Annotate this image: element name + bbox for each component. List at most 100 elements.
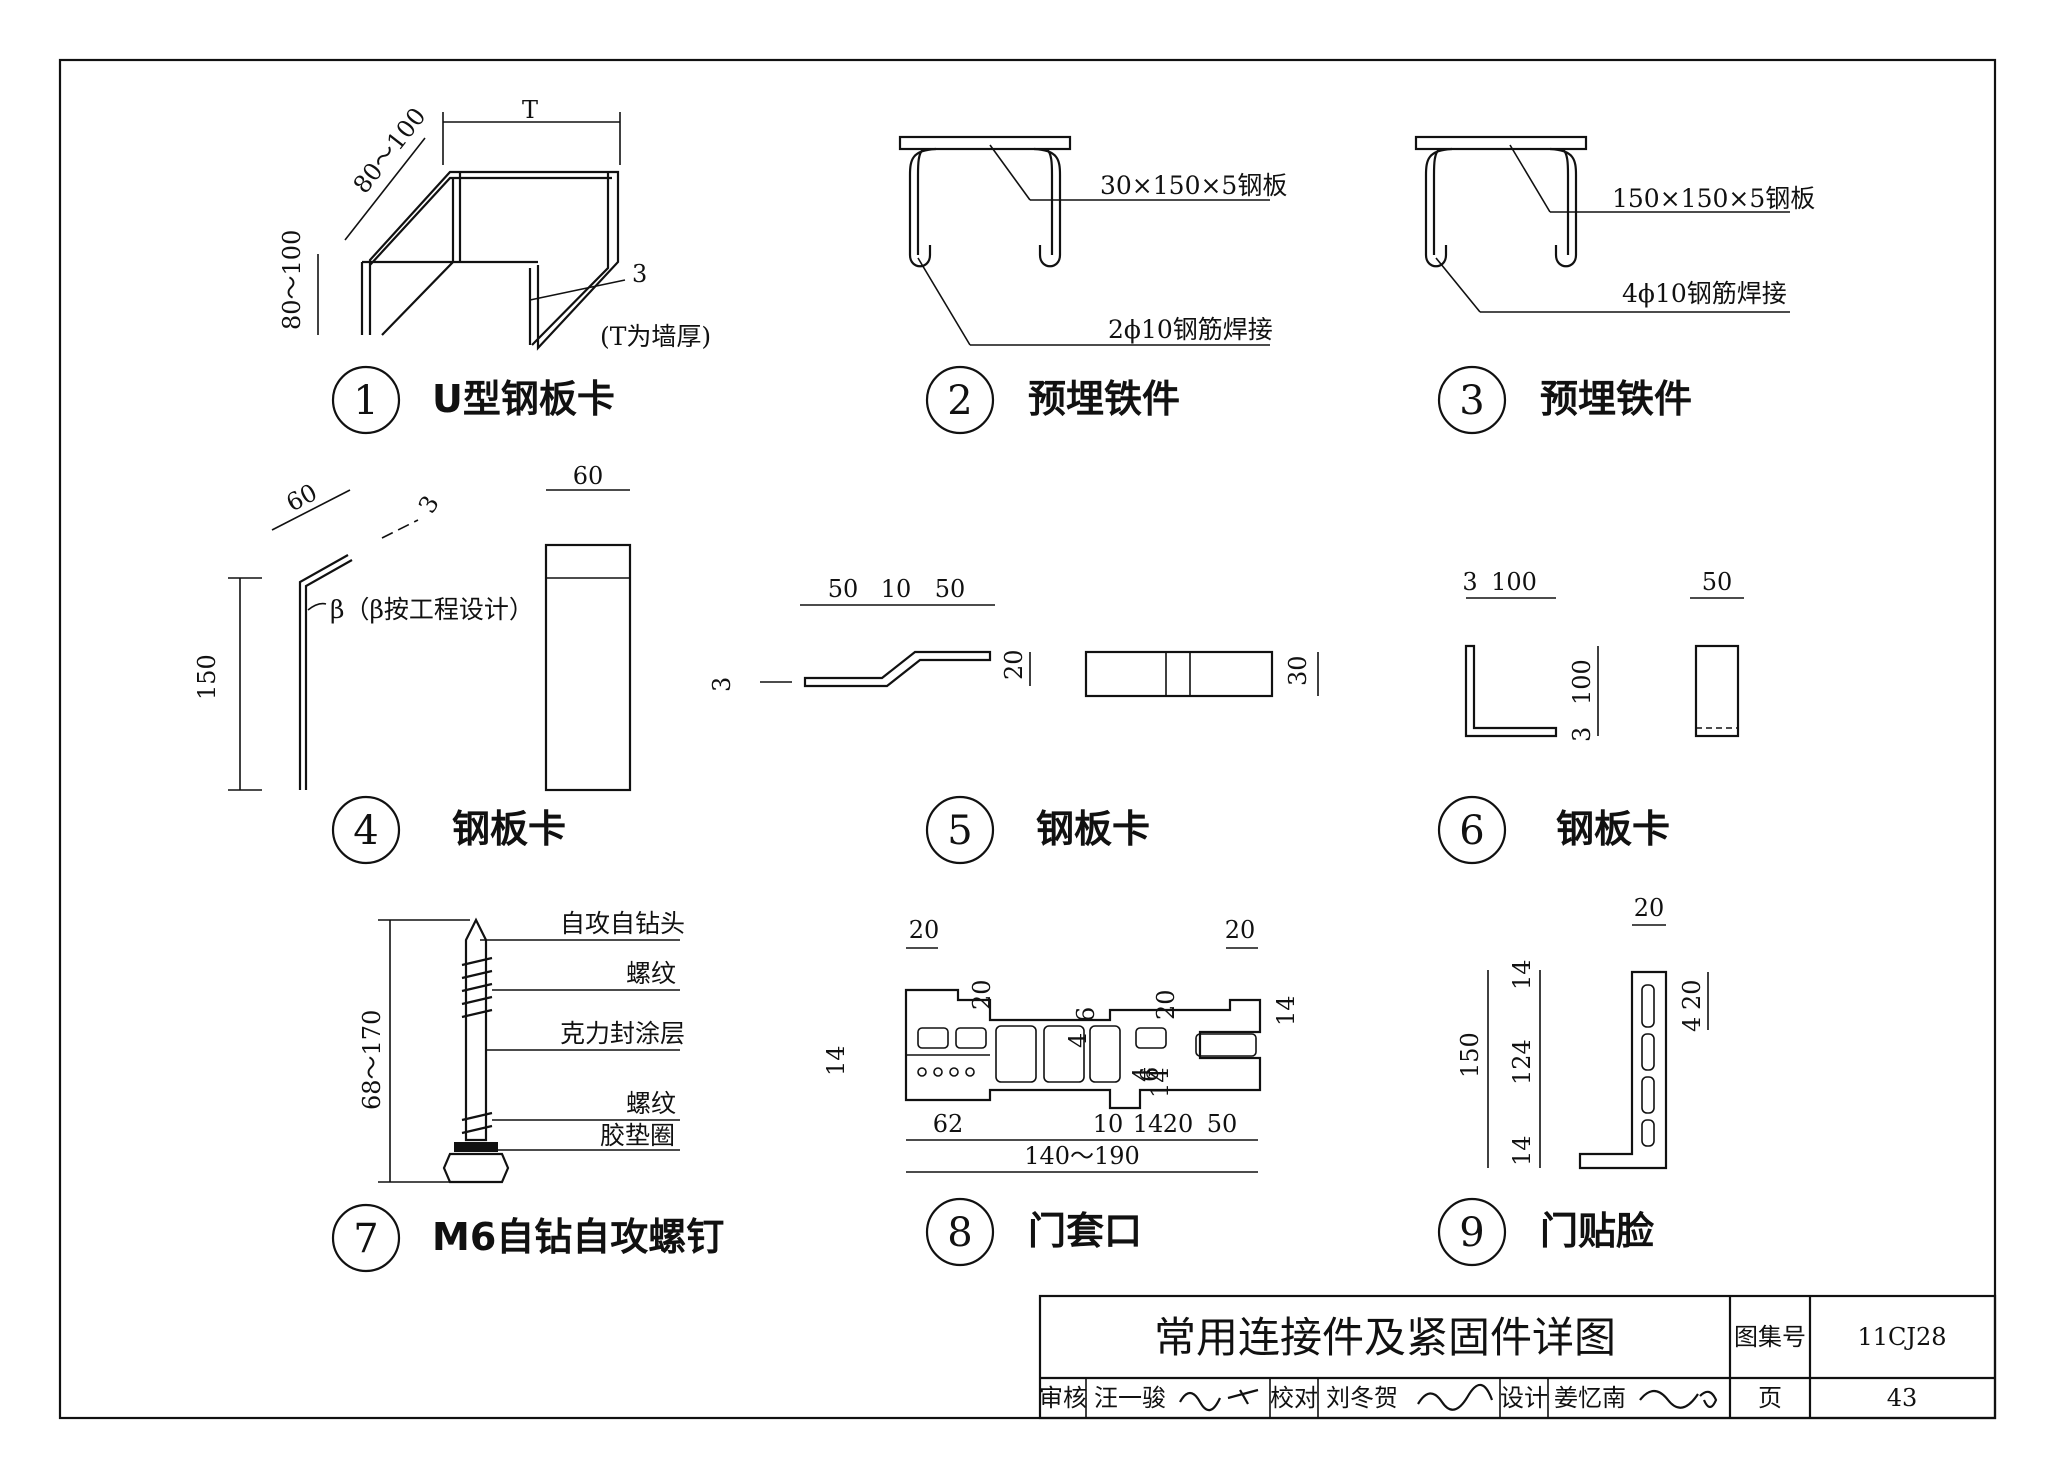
reviewer-name: 汪一骏 [1094,1384,1166,1412]
d9-w-label: 20 [1634,894,1665,922]
d5-a-label: 50 [828,575,859,603]
designer-name: 姜忆南 [1554,1384,1626,1412]
d7-thread-1: 螺纹 [626,959,676,988]
d7-thread-2: 螺纹 [626,1089,676,1118]
checker-name: 刘冬贺 [1326,1384,1398,1412]
atlas-number: 11CJ28 [1857,1323,1946,1351]
d5-c-label: 50 [935,575,966,603]
steel-plate [898,135,1072,151]
detail-number-circle [331,1203,401,1273]
d8-e-label: 4 [1064,1033,1092,1048]
d8-f-label: 20 [1152,989,1180,1020]
u-clip-outline [360,170,620,351]
d7-drill-head: 自攻自钻头 [560,909,685,938]
d3-plate-label: 150×150×5钢板 [1612,184,1815,213]
page-number: 43 [1887,1384,1918,1412]
d1-note: (T为墙厚) [600,322,711,351]
detail-caption: 钢板卡 [452,807,566,851]
detail-caption: U型钢板卡 [432,377,615,421]
detail-caption: 门贴脸 [1540,1209,1655,1253]
angle-plate [1464,644,1558,738]
check-label: 校对 [1270,1384,1318,1412]
d5-w-label: 30 [1284,655,1312,686]
d9-a-label: 14 [1508,959,1536,990]
frame-profile [904,988,1262,1110]
d2-plate-label: 30×150×5钢板 [1100,171,1287,200]
offset-plate-side [803,650,992,688]
d1-t-label: T [522,96,538,124]
detail-number-circle [1437,365,1507,435]
d1-height-label: 80～100 [278,230,306,330]
detail-number-circle [331,795,401,865]
d1-thick-label: 3 [632,260,647,288]
d6-h-label: 100 [1568,659,1596,705]
design-label: 设计 [1500,1384,1548,1412]
d8-g-label: 14 [822,1045,850,1076]
d6-len-label: 100 [1491,568,1537,596]
detail-caption: 门套口 [1028,1209,1142,1253]
detail-caption: M6自钻自攻螺钉 [432,1215,724,1259]
detail-number-circle [925,365,995,435]
detail-number: 3 [1459,378,1484,424]
rebar-left [908,147,937,268]
bent-plate [298,554,353,790]
angle-plate-front [1694,644,1740,738]
d9-c-label: 14 [1508,1135,1536,1166]
detail-4: 150 60 3 β（β按工程设计） 60 4 钢板卡 [193,462,632,865]
d8-l-label: 20 [1163,1110,1194,1138]
d8-h-label: 14 [1272,995,1300,1026]
d8-o-label: 14 [1146,1067,1174,1098]
rebar-right [1549,147,1578,268]
designer-signature [1639,1389,1718,1409]
offset-plate-top [1084,650,1274,698]
d9-b-label: 124 [1508,1039,1536,1085]
title-block: 常用连接件及紧固件详图 图集号 11CJ28 审核 汪一骏 校对 刘冬贺 设计 … [1038,1294,1997,1420]
d8-k-label: 14 [1133,1110,1164,1138]
d2-bar-label: 2ϕ10钢筋焊接 [1108,315,1273,344]
rubber-washer [454,1142,498,1152]
atlas-label: 图集号 [1734,1323,1806,1351]
detail-number: 6 [1459,808,1484,854]
rebar-right [1033,147,1062,268]
clip-front-view [544,543,632,792]
detail-caption: 预埋铁件 [1540,377,1692,421]
detail-number-circle [1437,795,1507,865]
d7-len-label: 68～170 [358,1010,386,1110]
d8-q-label: 4 [1128,1067,1156,1082]
rebar-left [1424,147,1453,268]
d8-j-label: 10 [1093,1110,1124,1138]
d9-e-label: 4 [1678,1017,1706,1032]
detail-number: 1 [353,378,378,424]
detail-number: 5 [947,808,972,854]
detail-8: 20 20 20 6 4 20 14 14 62 10 14 20 50 140… [822,916,1300,1267]
checker-signature [1417,1383,1494,1411]
detail-number: 9 [1459,1210,1484,1256]
d9-d-label: 20 [1678,979,1706,1010]
detail-9: 20 150 14 124 14 20 4 9 门贴脸 [1437,894,1709,1267]
sheet-frame [58,58,1997,1420]
d5-thick-label: 3 [708,677,736,692]
d8-c-label: 20 [968,979,996,1010]
d8-n-label: 140～190 [1024,1142,1140,1170]
detail-number-circle [925,1197,995,1267]
d4-width-label: 60 [573,462,604,490]
d5-b-label: 10 [881,575,912,603]
detail-number-circle [331,365,401,435]
detail-7: 68～170 自攻自钻头 螺纹 克力封涂层 螺纹 胶垫圈 7 M6自钻自攻螺钉 [331,909,724,1273]
d4-height-label: 150 [193,654,221,700]
screw-thread-top [461,956,493,1019]
detail-caption: 钢板卡 [1036,807,1150,851]
detail-number-circle [925,795,995,865]
review-label: 审核 [1039,1384,1087,1412]
d8-m-label: 50 [1207,1110,1238,1138]
detail-6: 3 100 100 3 50 6 钢板卡 [1437,568,1744,865]
d8-p-label: 6 [1136,1067,1164,1082]
architrave-profile [1578,970,1668,1170]
steel-plate [1414,135,1588,151]
drawing-title: 常用连接件及紧固件详图 [1154,1313,1616,1362]
d4-thick-label: 3 [413,491,445,518]
d8-d-label: 6 [1072,1007,1100,1022]
d4-top-label: 60 [282,478,322,517]
